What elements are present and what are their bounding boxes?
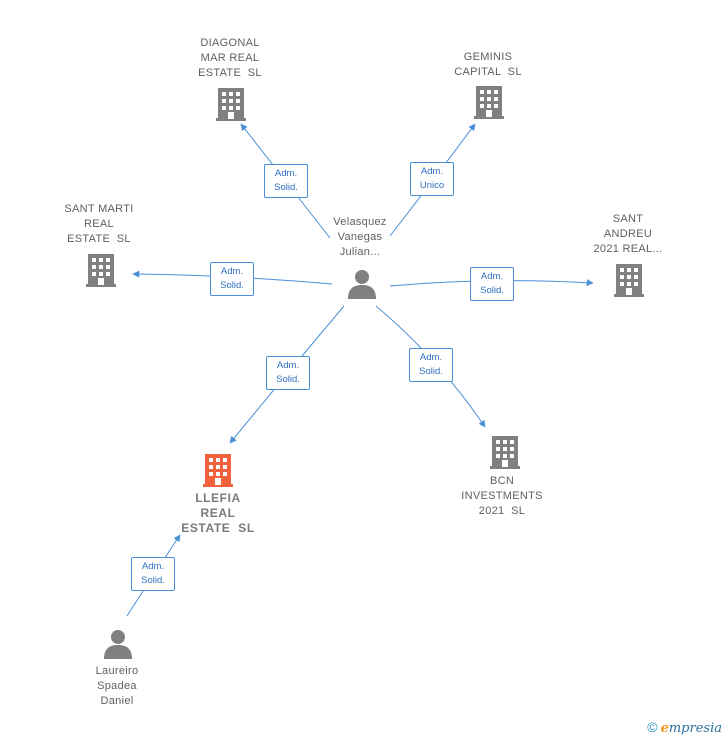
brand-logo: empresia [660, 721, 722, 736]
role-badge-llefia[interactable]: Adm. Solid. [266, 356, 310, 390]
building-icon [490, 436, 520, 469]
company-label-santandreu[interactable]: SANT ANDREU 2021 REAL... [593, 213, 663, 255]
person-label-laureiro[interactable]: Laureiro Spadea Daniel [95, 665, 139, 707]
building-icon [614, 264, 644, 297]
copyright-icon: © [647, 719, 658, 735]
company-node-bcn[interactable] [488, 434, 522, 470]
company-node-santmarti[interactable] [84, 252, 118, 288]
company-label-santmarti[interactable]: SANT MARTI REAL ESTATE SL [64, 203, 134, 245]
company-node-santandreu[interactable] [612, 262, 646, 298]
person-icon [348, 270, 376, 299]
person-node-velasquez[interactable] [346, 268, 378, 300]
company-label-geminis[interactable]: GEMINIS CAPITAL SL [454, 51, 522, 78]
person-node-laureiro[interactable] [102, 628, 134, 660]
role-badge-laureiro[interactable]: Adm. Solid. [131, 557, 175, 591]
footer-brand: ©empresia [647, 719, 722, 736]
role-badge-santandreu[interactable]: Adm. Solid. [470, 267, 514, 301]
building-icon [216, 88, 246, 121]
company-node-geminis[interactable] [472, 84, 506, 120]
building-icon [203, 454, 233, 487]
company-label-diagonal[interactable]: DIAGONAL MAR REAL ESTATE SL [198, 37, 262, 79]
building-icon [86, 254, 116, 287]
role-badge-santmarti[interactable]: Adm. Solid. [210, 262, 254, 296]
building-icon [474, 86, 504, 119]
company-node-llefia[interactable] [201, 452, 235, 488]
company-node-diagonal[interactable] [214, 86, 248, 122]
role-badge-geminis[interactable]: Adm. Unico [410, 162, 454, 196]
role-badge-diagonal[interactable]: Adm. Solid. [264, 164, 308, 198]
person-label-velasquez[interactable]: Velasquez Vanegas Julian... [333, 216, 387, 258]
company-label-bcn[interactable]: BCN INVESTMENTS 2021 SL [461, 475, 543, 517]
company-label-llefia[interactable]: LLEFIA REAL ESTATE SL [181, 491, 255, 535]
role-badge-bcn[interactable]: Adm. Solid. [409, 348, 453, 382]
person-icon [104, 630, 132, 659]
